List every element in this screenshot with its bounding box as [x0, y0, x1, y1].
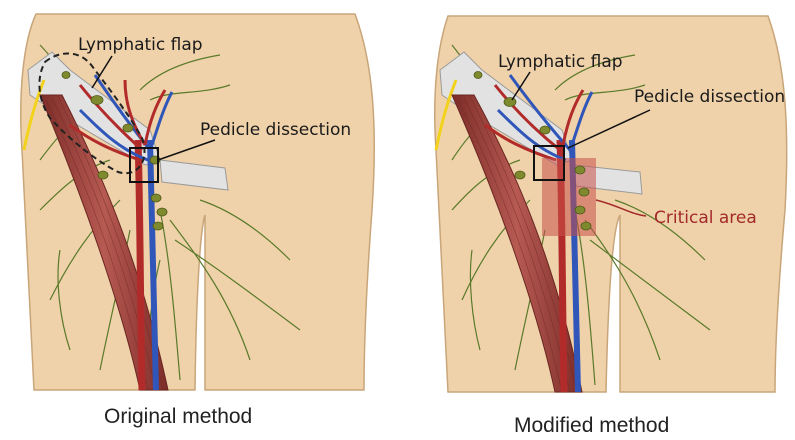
label-lymphatic-flap: Lymphatic flap: [498, 52, 623, 72]
caption-modified-method: Modified method: [514, 414, 669, 438]
label-critical-area: Critical area: [654, 208, 757, 228]
caption-original-method: Original method: [104, 405, 252, 429]
thigh-silhouette: [21, 14, 374, 390]
panel-original-method: Lymphatic flap Pedicle dissection: [21, 14, 374, 390]
label-lymphatic-flap: Lymphatic flap: [78, 35, 203, 55]
label-pedicle-dissection: Pedicle dissection: [200, 120, 351, 140]
femoral-artery: [138, 140, 142, 390]
panel-modified-method: Lymphatic flap Pedicle dissection Critic…: [435, 16, 787, 392]
label-pedicle-dissection: Pedicle dissection: [634, 87, 785, 107]
